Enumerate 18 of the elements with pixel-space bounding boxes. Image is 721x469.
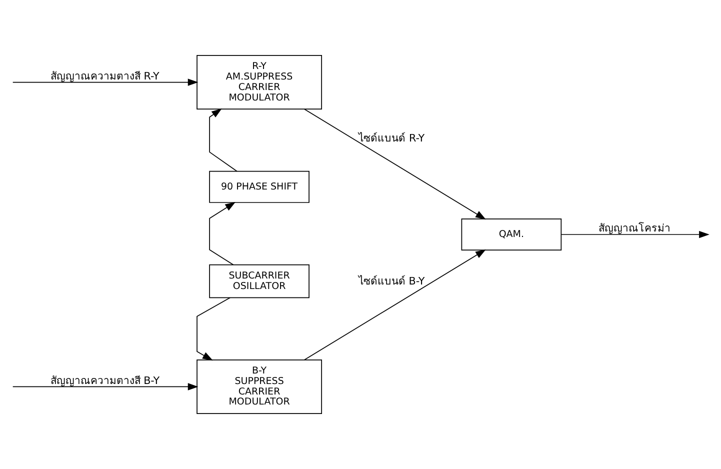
node-box: SUBCARRIER OSILLATOR bbox=[209, 264, 310, 298]
arrow bbox=[196, 297, 230, 361]
edge-label: ไซด์แบนด์ B-Y bbox=[358, 275, 425, 288]
edge-label: ไซด์แบนด์ R-Y bbox=[358, 132, 425, 145]
arrow bbox=[304, 249, 486, 360]
edge-label: สัญญาณโครม่า bbox=[598, 222, 671, 235]
node-box: B-Y SUPPRESS CARRIER MODULATOR bbox=[196, 359, 322, 414]
node-box: QAM. bbox=[461, 218, 562, 250]
node-box: 90 PHASE SHIFT bbox=[209, 170, 310, 203]
arrow bbox=[560, 230, 710, 238]
edge-label: สัญญาณความตางสี R-Y bbox=[50, 70, 160, 82]
arrow bbox=[12, 78, 198, 86]
arrow bbox=[304, 108, 486, 220]
arrow bbox=[209, 108, 238, 172]
arrow bbox=[209, 202, 236, 266]
node-box: R-Y AM.SUPPRESS CARRIER MODULATOR bbox=[196, 55, 322, 110]
edge-label: สัญญาณความตางสี B-Y bbox=[50, 374, 160, 387]
arrow bbox=[12, 383, 198, 390]
